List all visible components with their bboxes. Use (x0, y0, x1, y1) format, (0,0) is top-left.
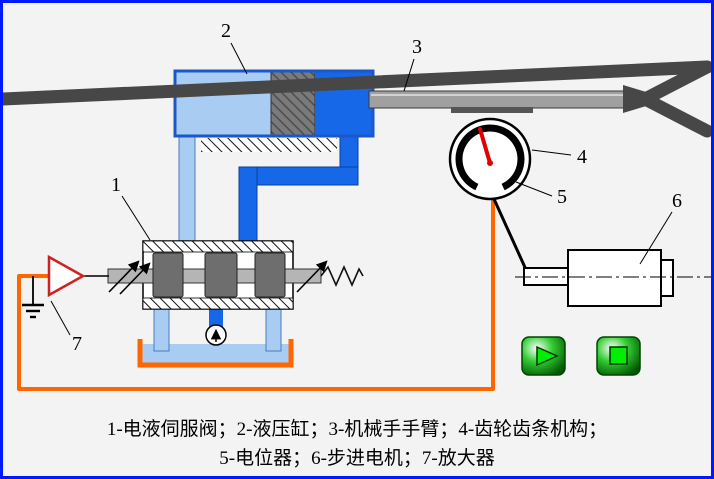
pipe-left-light (178, 132, 196, 242)
solenoid-arrow-right (296, 260, 328, 293)
rack-teeth (451, 107, 533, 113)
pipe-down-vertical (238, 166, 258, 242)
potentiometer-dial (448, 117, 532, 201)
spool-land-left (152, 252, 184, 298)
hydraulic-pipes (178, 132, 359, 242)
stop-icon (609, 346, 628, 365)
dial-motor-link (492, 198, 530, 275)
motor-body (567, 249, 662, 307)
dial-track-arc (455, 124, 525, 191)
spool-land-center (204, 252, 238, 298)
spool-land-right (254, 252, 286, 298)
oil-tank-outline (137, 339, 294, 368)
label-2: 2 (221, 20, 231, 42)
manipulator-arm (368, 90, 626, 113)
label-3: 3 (412, 36, 422, 58)
valve-wall-bottom (142, 297, 294, 310)
play-icon (536, 345, 559, 367)
legend-caption: 1-电液伺服阀；2-液压缸；3-机械手手臂；4-齿轮齿条机构； 5-电位器；6-… (3, 415, 711, 474)
oil-tank-fluid (140, 344, 291, 364)
valve-wall-top (142, 240, 294, 253)
solenoid-arrow-left-1 (108, 260, 140, 293)
play-button[interactable] (521, 336, 566, 376)
label-6: 6 (672, 190, 682, 212)
callout-labels: 1 2 3 4 5 6 7 (50, 20, 682, 355)
cylinder-left-chamber (175, 71, 271, 136)
label-4: 4 (577, 146, 587, 168)
dial-needle (478, 127, 492, 165)
pump-symbol (205, 324, 227, 346)
label-1: 1 (111, 174, 121, 196)
servo-valve (107, 240, 364, 310)
gripper (3, 60, 711, 138)
feedback-wire (17, 200, 495, 391)
stop-button[interactable] (596, 336, 641, 376)
cylinder-mount-hatching (201, 138, 337, 152)
amplifier (22, 254, 109, 319)
return-pipes (153, 308, 282, 352)
ground-icon (22, 276, 44, 319)
piston-rod (368, 90, 626, 109)
label-5: 5 (557, 186, 567, 208)
label-7: 7 (72, 333, 82, 355)
servo-system-diagram: 1 2 3 4 5 6 7 (3, 20, 711, 391)
motor-end-cap (660, 259, 674, 297)
spring-symbol (320, 265, 364, 287)
legend-line-1: 1-电液伺服阀；2-液压缸；3-机械手手臂；4-齿轮齿条机构； (106, 419, 608, 440)
amplifier-triangle (47, 254, 86, 298)
stepper-motor (492, 198, 711, 307)
legend-line-2: 5-电位器；6-步进电机；7-放大器 (219, 448, 495, 470)
solenoid-arrow-left-2 (119, 262, 151, 295)
